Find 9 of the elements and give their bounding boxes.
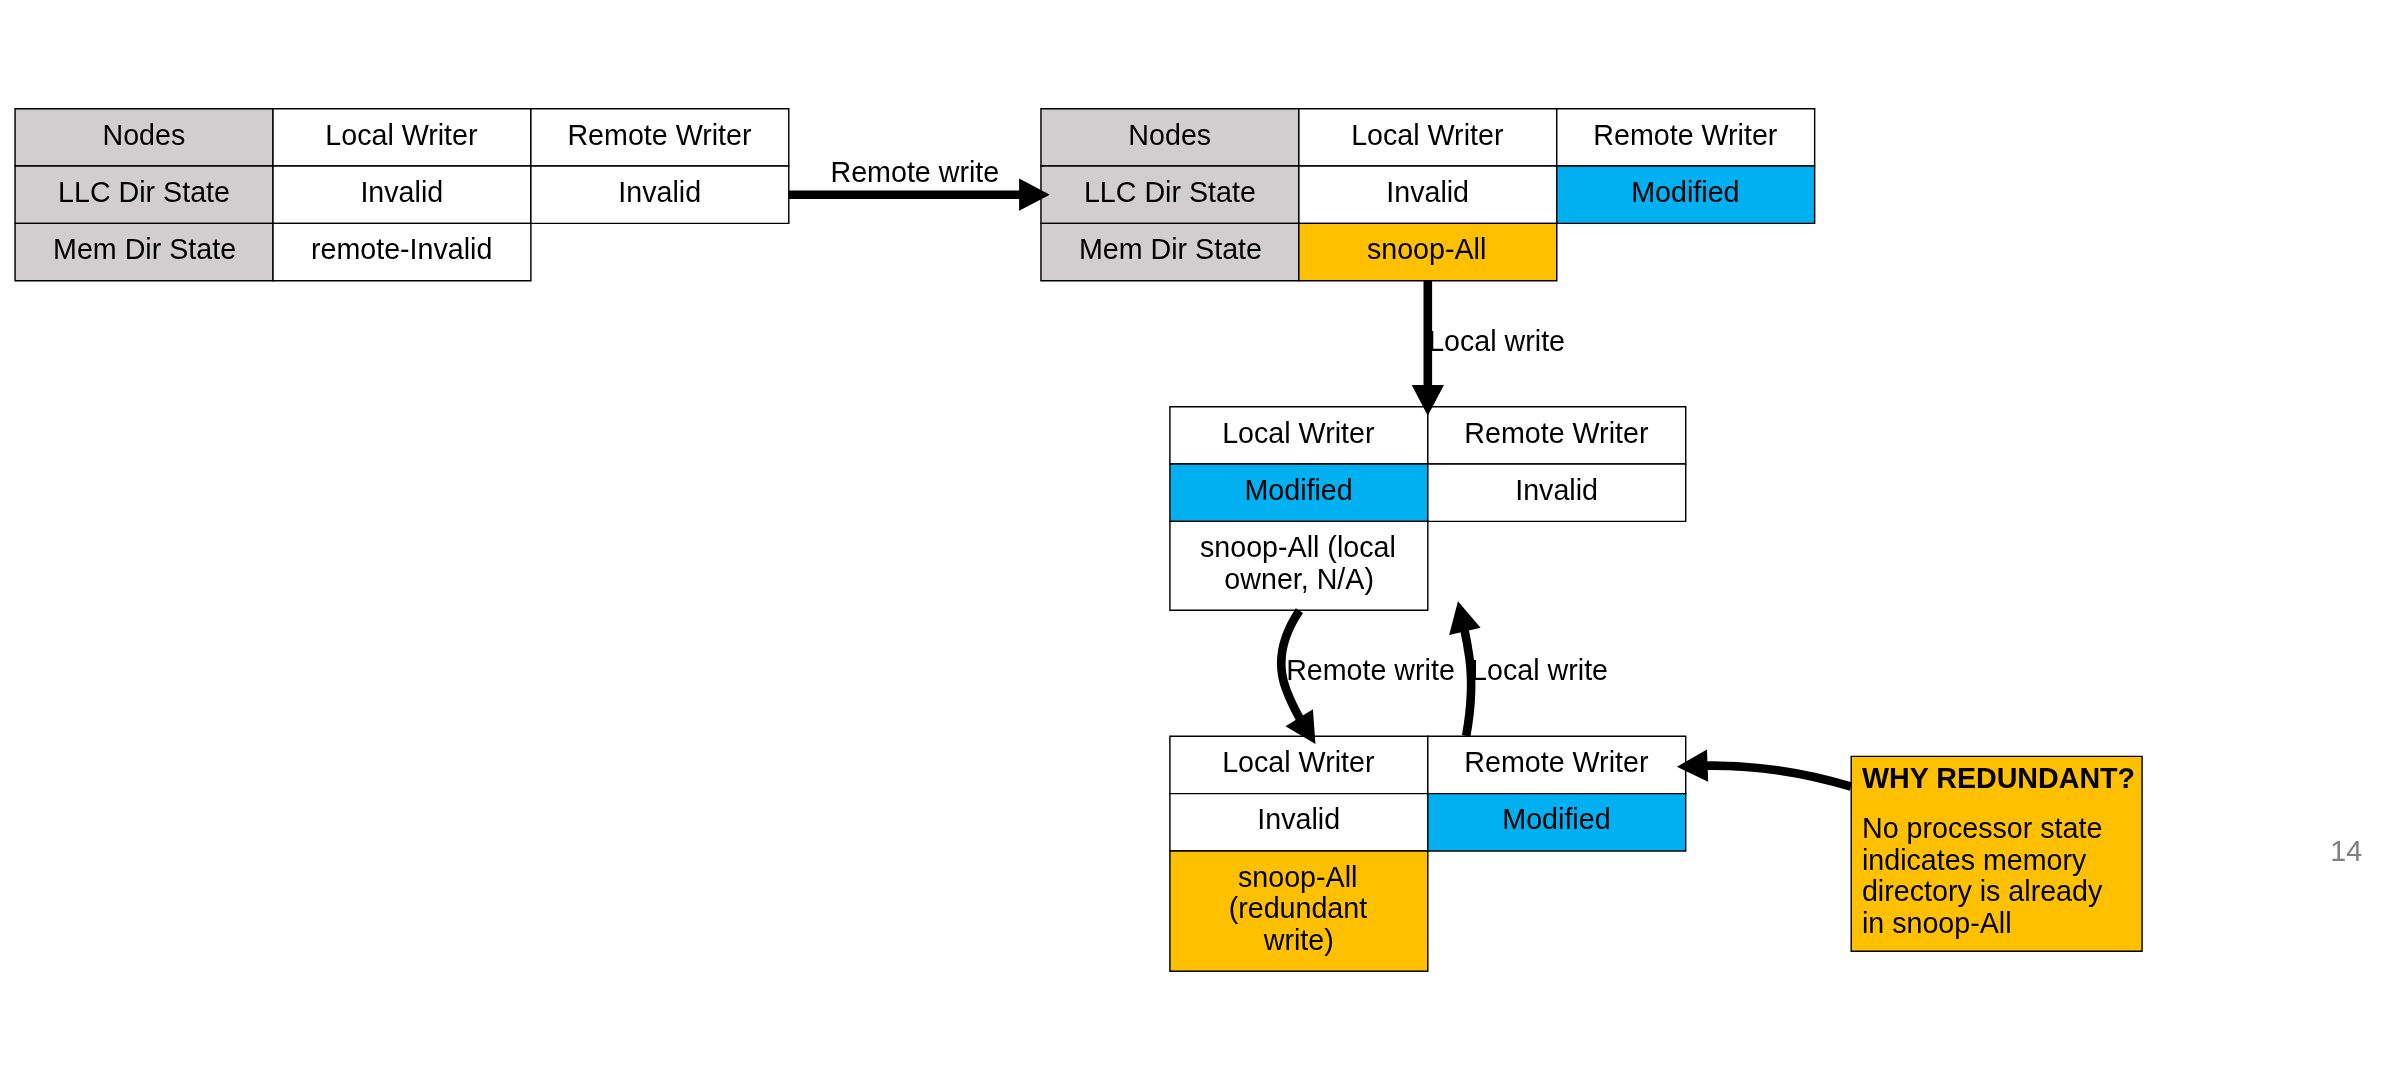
label: 14	[2330, 834, 2363, 867]
arrow	[1676, 749, 1853, 791]
arrow	[789, 178, 1050, 211]
edge-label: Local write	[1428, 324, 1566, 357]
edge-label: Remote write	[830, 155, 1000, 188]
arrow	[1449, 601, 1481, 737]
edge-label: Remote write	[1286, 654, 1455, 687]
arrow	[1277, 608, 1316, 744]
arrow	[1411, 280, 1444, 416]
